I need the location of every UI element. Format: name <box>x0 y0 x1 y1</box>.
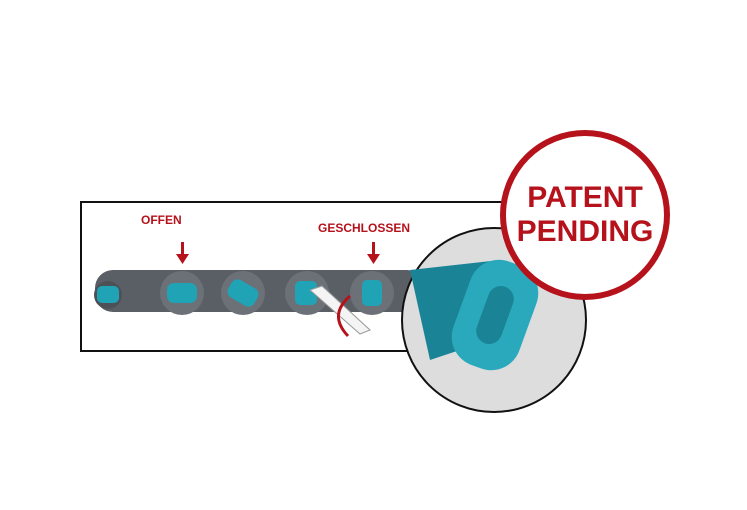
rotate-arrow-icon <box>337 294 352 338</box>
badge-line2: PENDING <box>516 215 654 248</box>
label-closed: GESCHLOSSEN <box>318 221 411 235</box>
arrow-open-icon <box>176 242 189 264</box>
arrow-closed-icon <box>367 242 380 264</box>
badge-line1: PATENT <box>527 181 643 214</box>
label-open: OFFEN <box>141 213 182 227</box>
patent-pending-badge: PATENT PENDING <box>500 130 670 300</box>
chain-links <box>94 271 394 315</box>
